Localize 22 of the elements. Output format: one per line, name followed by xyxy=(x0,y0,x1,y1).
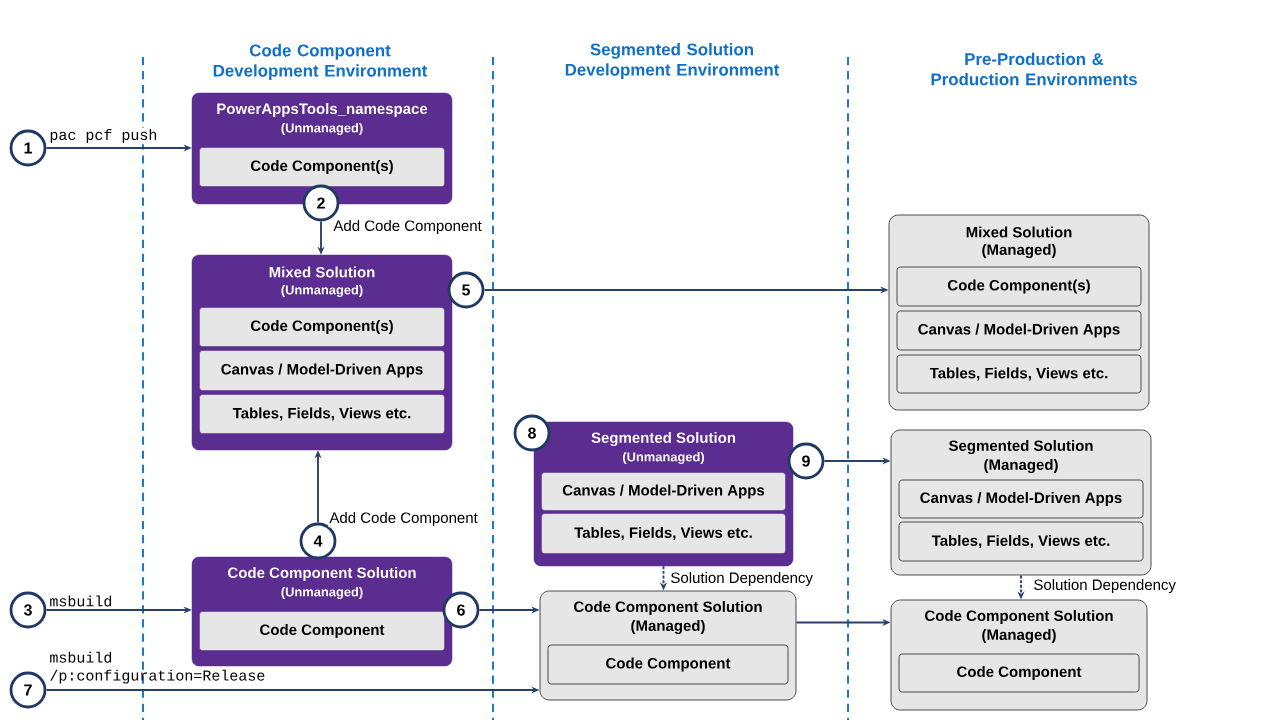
edge-label: Solution Dependency xyxy=(1032,577,1178,595)
component-box: Code Component(s) xyxy=(199,147,445,187)
component-box: Canvas / Model-Driven Apps xyxy=(898,479,1144,519)
column-heading: Segmented Solution Development Environment xyxy=(565,43,780,79)
component-box: Code Component(s) xyxy=(199,307,445,347)
component-box: Canvas / Model-Driven Apps xyxy=(541,472,786,511)
edge-label: msbuild xyxy=(48,594,114,608)
edge-label: pac pcf push xyxy=(48,127,159,145)
component-box: Tables, Fields, Views etc. xyxy=(898,521,1144,562)
component-box: Canvas / Model-Driven Apps xyxy=(199,350,445,391)
component-box: Code Component xyxy=(898,653,1140,693)
component-box: Tables, Fields, Views etc. xyxy=(896,354,1142,394)
edge-label: Add Code Component xyxy=(328,510,479,528)
component-box: Code Component xyxy=(199,611,445,651)
column-heading: Pre-Production & Production Environments xyxy=(931,52,1137,86)
component-box: Tables, Fields, Views etc. xyxy=(199,394,445,434)
component-box: Code Component(s) xyxy=(896,266,1142,307)
column-heading: Code Component Development Environment xyxy=(213,44,428,80)
component-box: Canvas / Model-Driven Apps xyxy=(896,310,1142,351)
edge-label: Solution Dependency xyxy=(669,570,815,588)
component-box: Code Component xyxy=(547,644,789,685)
component-box: Tables, Fields, Views etc. xyxy=(541,513,786,554)
